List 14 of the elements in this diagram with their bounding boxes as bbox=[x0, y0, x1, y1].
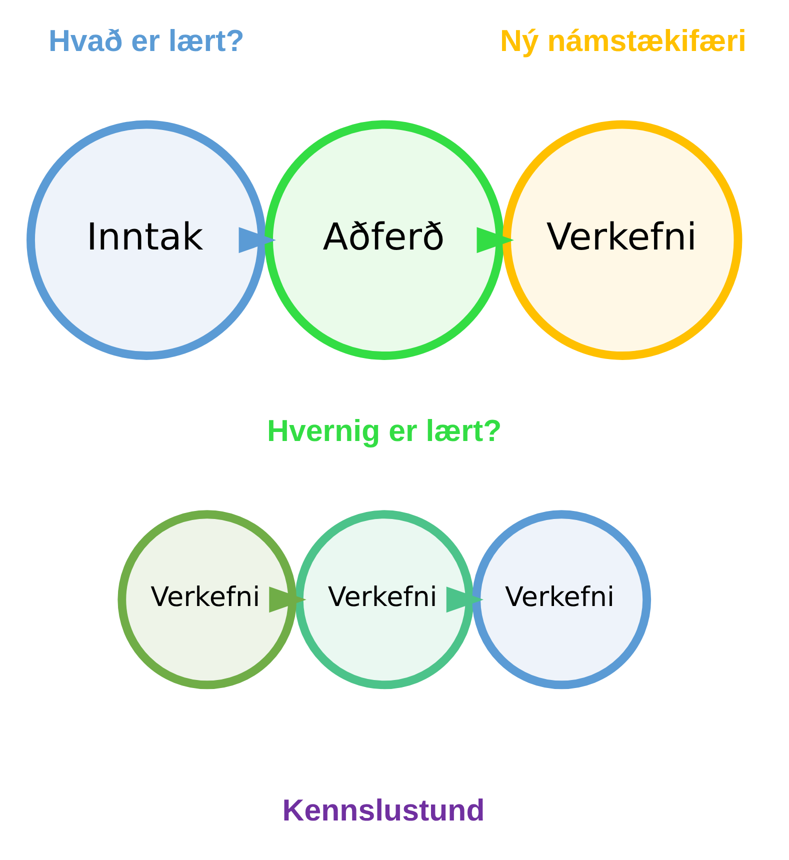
label: Kennslustund bbox=[282, 794, 485, 828]
node-circle: Verkefni bbox=[472, 510, 652, 690]
node-circle: Verkefni bbox=[502, 120, 742, 360]
node-circle: Verkefni bbox=[118, 510, 297, 690]
arrow bbox=[238, 227, 276, 254]
arrow bbox=[269, 586, 306, 613]
arrow bbox=[476, 227, 514, 254]
arrow bbox=[446, 586, 484, 613]
node-label: Hvernig er lært? bbox=[267, 414, 502, 448]
node-label: Hvað er lært? bbox=[48, 24, 244, 58]
node-circle: Aðferð bbox=[264, 120, 504, 360]
node-circle: Inntak bbox=[26, 120, 266, 360]
node-circle: Verkefni bbox=[294, 510, 474, 690]
node-label: Ný námstækifæri bbox=[500, 24, 746, 58]
